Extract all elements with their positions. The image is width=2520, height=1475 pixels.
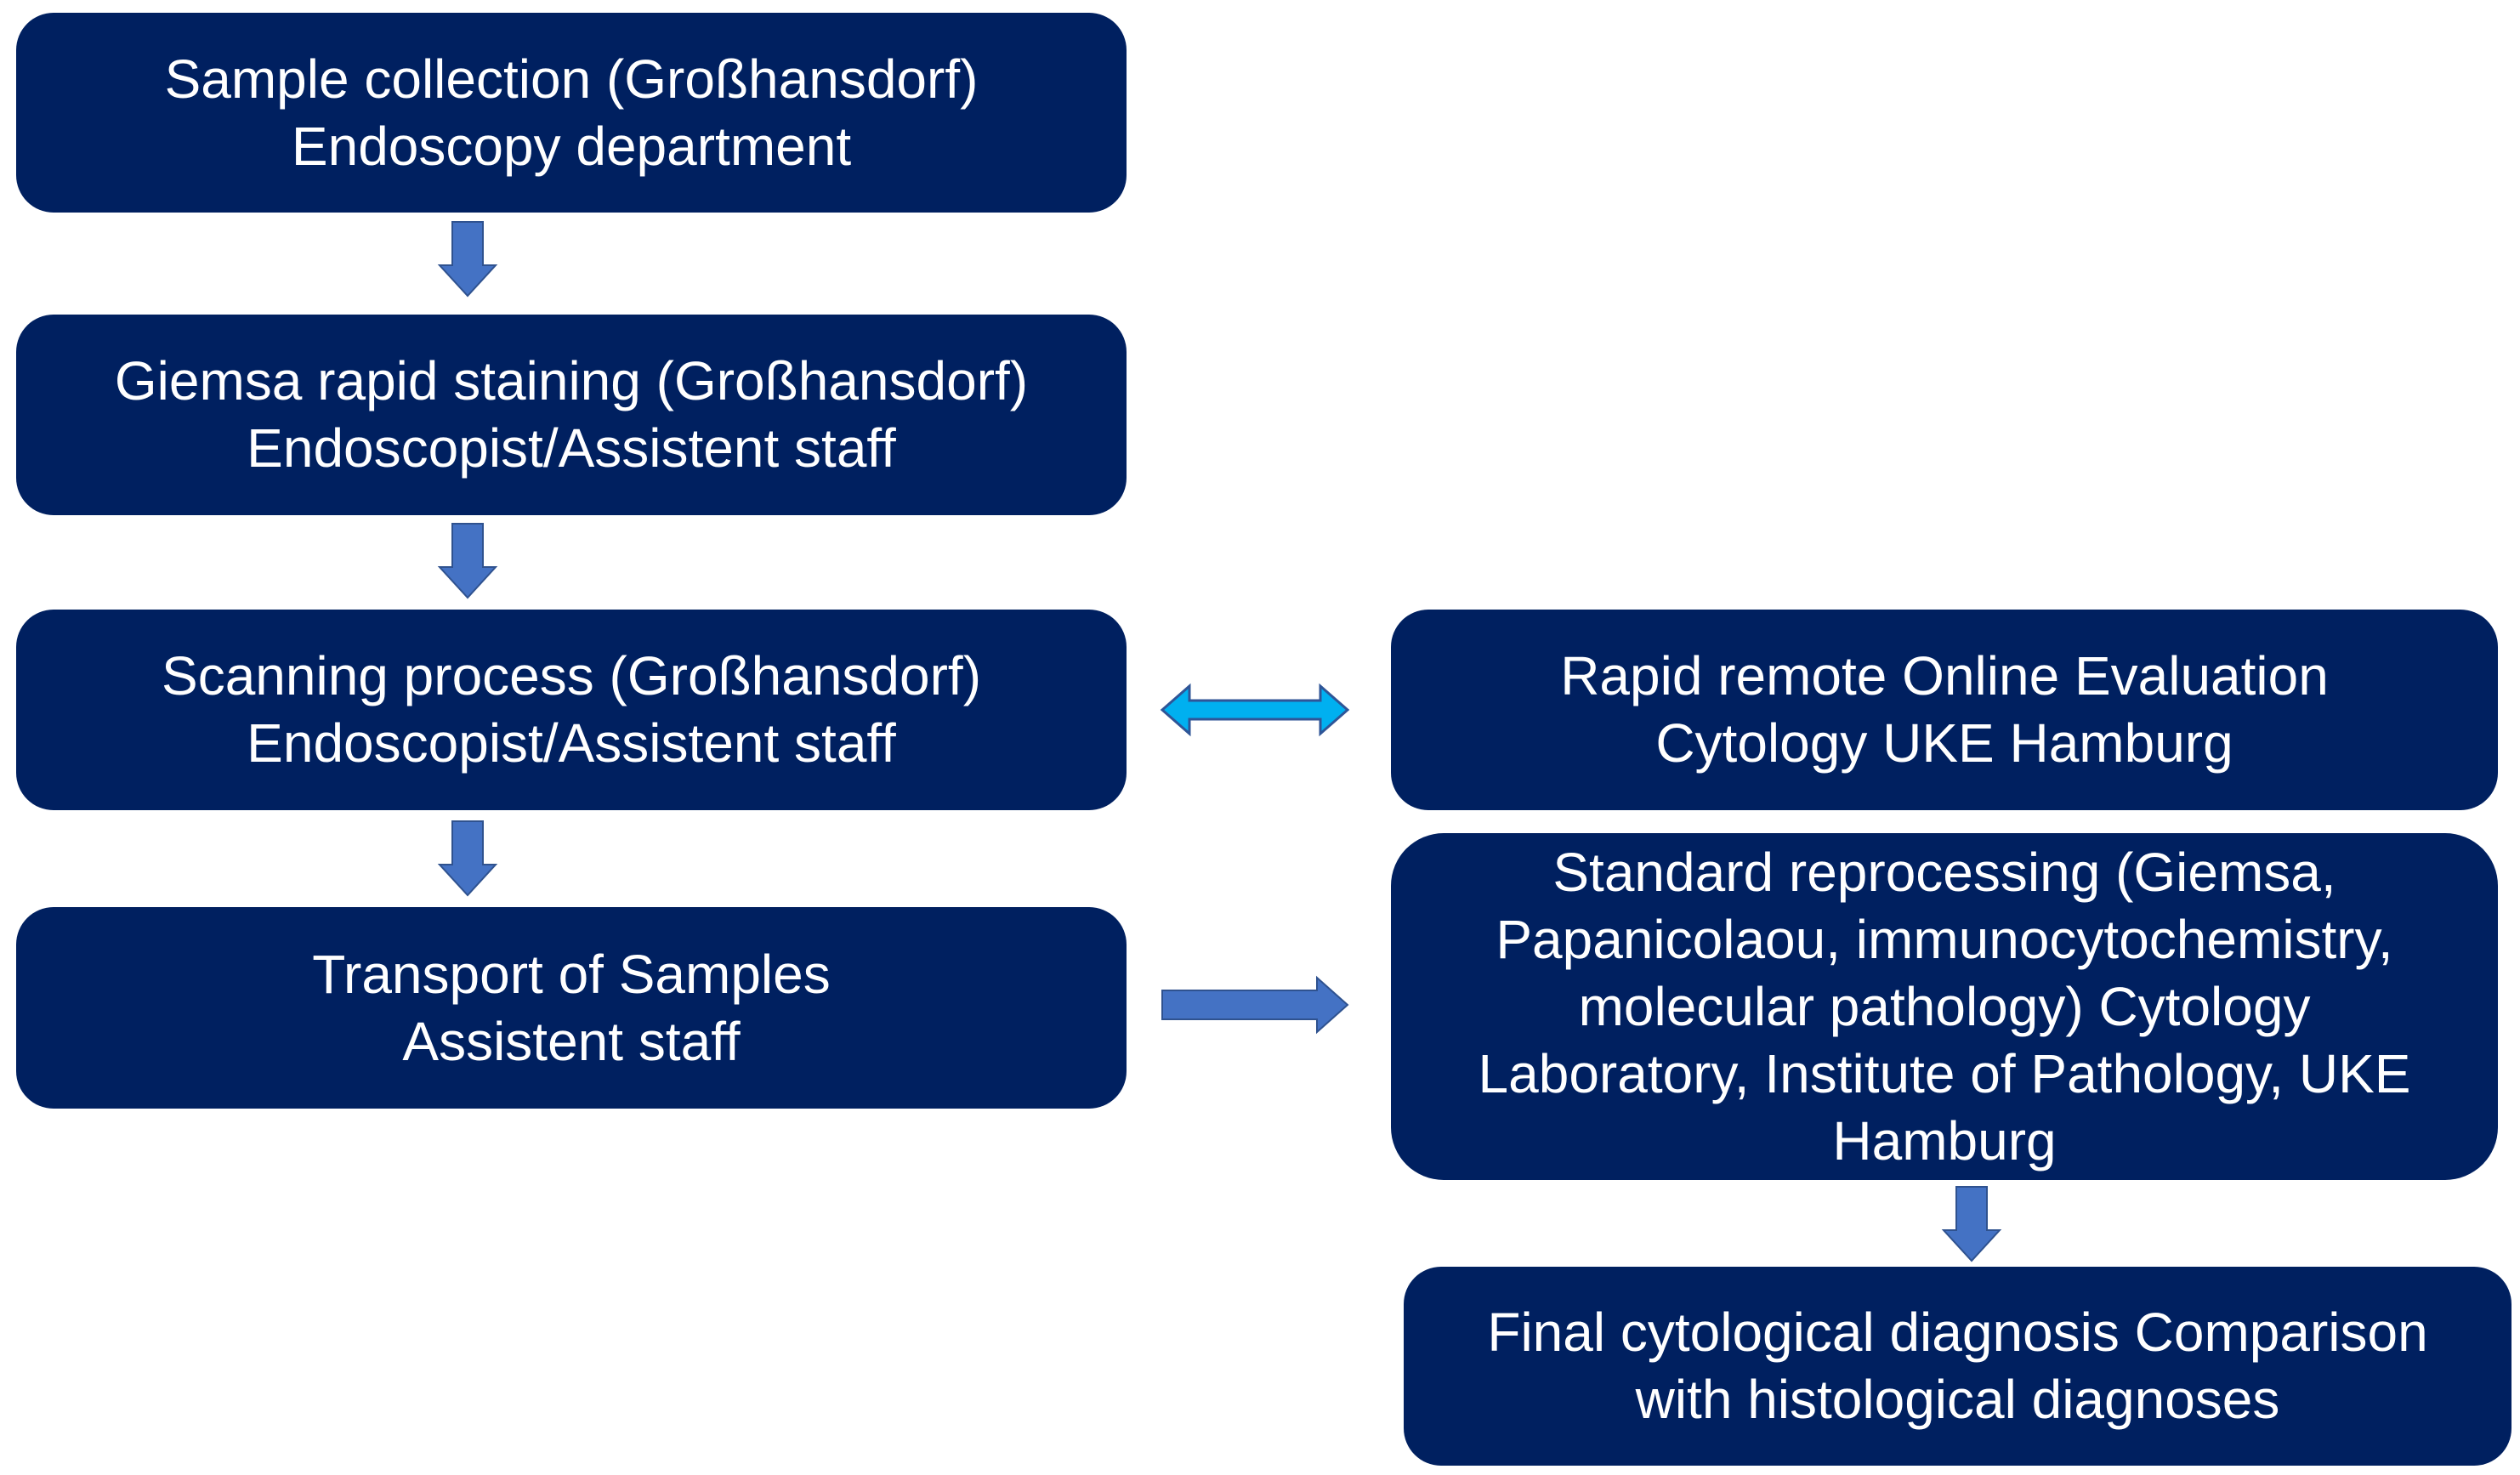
node-transport-of-samples: Transport of Samples Assistent staff <box>16 907 1127 1109</box>
node-line: molecular pathology) Cytology <box>1578 975 2311 1037</box>
node-rapid-remote-online-evaluation: Rapid remote Online Evaluation Cytology … <box>1391 610 2498 810</box>
node-line: with histological diagnoses <box>1635 1369 2280 1430</box>
connector-scanning-to-transport <box>437 820 498 897</box>
node-line: Endoscopist/Assistent staff <box>247 417 896 479</box>
node-line: Papanicolaou, immunocytochemistry, <box>1496 908 2393 970</box>
connector-reprocessing-to-final-diagnosis <box>1941 1186 2002 1262</box>
node-line: Standard reprocessing (Giemsa, <box>1552 841 2336 903</box>
node-line: Laboratory, Institute of Pathology, UKE <box>1478 1042 2411 1104</box>
node-scanning-process: Scanning process (Großhansdorf) Endoscop… <box>16 610 1127 810</box>
node-final-cytological-diagnosis: Final cytological diagnosis Comparison w… <box>1404 1267 2511 1466</box>
connector-staining-to-scanning <box>437 523 498 599</box>
connector-scanning-to-remote-evaluation <box>1160 683 1350 737</box>
node-line: Final cytological diagnosis Comparison <box>1487 1302 2428 1363</box>
node-line: Sample collection (Großhansdorf) <box>164 48 979 110</box>
node-line: Rapid remote Online Evaluation <box>1560 645 2329 706</box>
connector-collection-to-staining <box>437 221 498 298</box>
node-standard-reprocessing: Standard reprocessing (Giemsa, Papanicol… <box>1391 833 2498 1180</box>
arrow-down-icon <box>437 523 498 599</box>
arrow-right-icon <box>1161 975 1349 1035</box>
node-sample-collection: Sample collection (Großhansdorf) Endosco… <box>16 13 1127 213</box>
arrow-down-icon <box>437 221 498 298</box>
connector-transport-to-reprocessing <box>1161 975 1349 1035</box>
node-line: Transport of Samples <box>312 943 831 1005</box>
node-line: Scanning process (Großhansdorf) <box>162 645 981 706</box>
arrow-down-icon <box>1941 1186 2002 1262</box>
node-line: Cytology UKE Hamburg <box>1655 712 2233 774</box>
double-arrow-icon <box>1160 683 1350 737</box>
node-line: Giemsa rapid staining (Großhansdorf) <box>114 350 1029 411</box>
arrow-down-icon <box>437 820 498 897</box>
node-line: Assistent staff <box>402 1010 741 1072</box>
node-line: Endoscopist/Assistent staff <box>247 712 896 774</box>
node-giemsa-rapid-staining: Giemsa rapid staining (Großhansdorf) End… <box>16 315 1127 515</box>
node-line: Endoscopy department <box>291 115 852 177</box>
node-line: Hamburg <box>1832 1109 2057 1171</box>
